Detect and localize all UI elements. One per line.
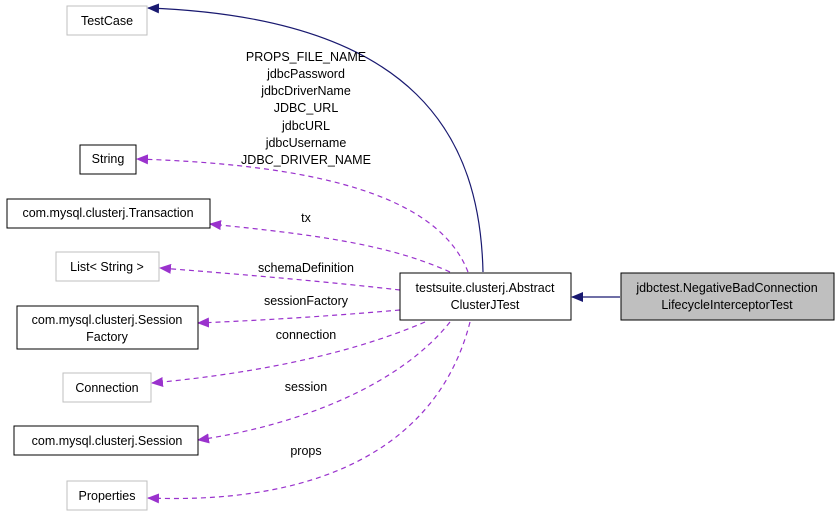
node-abstract-clusterj-test[interactable]: testsuite.clusterj.Abstract ClusterJTest — [399, 272, 572, 321]
node-list-string[interactable]: List< String > — [55, 251, 160, 282]
edge-member-schema — [159, 263, 401, 291]
edge-label-props-file-name: PROPS_FILE_NAME — [246, 50, 366, 64]
node-focus-line2: LifecycleInterceptorTest — [661, 298, 793, 312]
edge-member-session-factory — [197, 309, 401, 328]
node-string-label: String — [92, 152, 125, 166]
edge-inherit-testcase — [147, 3, 484, 273]
node-transaction-label: com.mysql.clusterj.Transaction — [22, 206, 193, 220]
node-testcase[interactable]: TestCase — [66, 5, 148, 36]
edge-member-string — [136, 154, 469, 273]
node-transaction[interactable]: com.mysql.clusterj.Transaction — [6, 198, 211, 229]
node-focus-line1: jdbctest.NegativeBadConnection — [635, 281, 817, 295]
node-focus-test[interactable]: jdbctest.NegativeBadConnection Lifecycle… — [620, 272, 835, 321]
edge-label-schema-definition: schemaDefinition — [258, 261, 354, 275]
edge-label-jdbc-url-const: JDBC_URL — [274, 101, 339, 115]
edge-label-props: props — [290, 444, 321, 458]
edge-label-session-factory: sessionFactory — [264, 294, 349, 308]
node-properties[interactable]: Properties — [66, 480, 148, 511]
node-abstract-line2: ClusterJTest — [451, 298, 520, 312]
edge-member-connection — [151, 321, 426, 387]
node-string[interactable]: String — [79, 144, 137, 175]
edge-label-jdbc-driver-name-const: JDBC_DRIVER_NAME — [241, 153, 371, 167]
edge-label-jdbc-password: jdbcPassword — [266, 67, 345, 81]
node-session-factory-line2: Factory — [86, 330, 128, 344]
node-list-string-label: List< String > — [70, 260, 144, 274]
node-abstract-line1: testsuite.clusterj.Abstract — [416, 281, 555, 295]
node-properties-label: Properties — [79, 489, 136, 503]
edge-member-props — [147, 321, 471, 504]
edge-label-jdbc-url: jdbcURL — [281, 119, 330, 133]
edge-member-session — [197, 321, 451, 444]
edge-label-tx: tx — [301, 211, 311, 225]
node-session[interactable]: com.mysql.clusterj.Session — [13, 425, 199, 456]
edge-label-connection: connection — [276, 328, 337, 342]
edge-label-jdbc-username: jdbcUsername — [265, 136, 347, 150]
node-connection-label: Connection — [75, 381, 138, 395]
node-session-factory[interactable]: com.mysql.clusterj.Session Factory — [16, 305, 199, 350]
node-session-label: com.mysql.clusterj.Session — [32, 434, 183, 448]
node-session-factory-line1: com.mysql.clusterj.Session — [32, 313, 183, 327]
node-connection[interactable]: Connection — [62, 372, 152, 403]
node-testcase-label: TestCase — [81, 14, 133, 28]
edge-label-session: session — [285, 380, 327, 394]
edge-label-jdbc-driver-name: jdbcDriverName — [260, 84, 351, 98]
edge-labels-string: PROPS_FILE_NAME jdbcPassword jdbcDriverN… — [241, 50, 371, 167]
